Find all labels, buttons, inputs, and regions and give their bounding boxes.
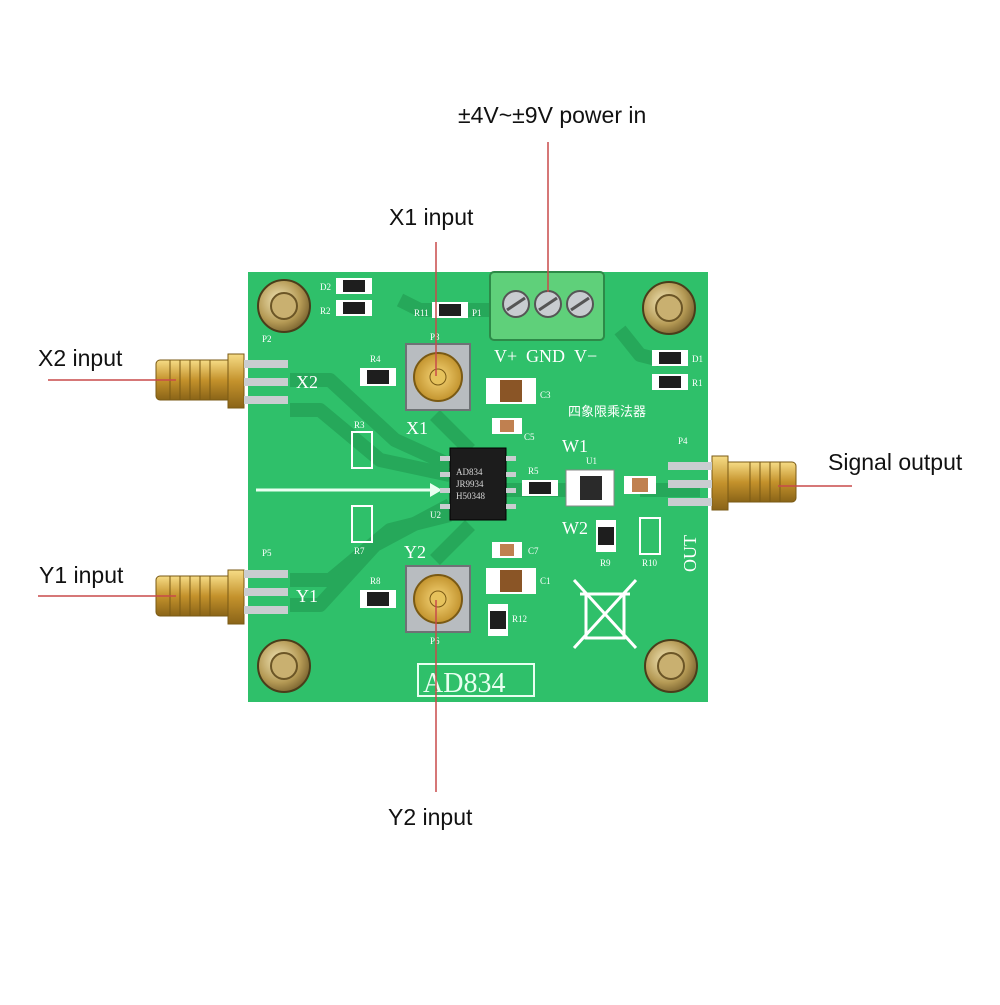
weee-symbol	[572, 578, 638, 650]
pad-r3	[351, 431, 373, 469]
mounting-nut-top-right	[642, 281, 696, 335]
resistor-r2-body	[343, 302, 365, 314]
silk-x1: X1	[406, 418, 428, 438]
silk-u1: U1	[586, 456, 597, 466]
label-x2-input: X2 input	[38, 345, 123, 371]
diode-d2-body	[343, 280, 365, 292]
silk-p2: P2	[262, 334, 272, 344]
pad-r7	[351, 505, 373, 543]
capacitor-c3	[486, 378, 536, 404]
sma-connector-x2	[155, 353, 288, 409]
sma-connector-y2	[405, 565, 471, 633]
silk-r5: R5	[528, 466, 539, 476]
ad834-chip	[440, 447, 516, 521]
silk-r10: R10	[642, 558, 658, 568]
mounting-nut-top-left	[257, 279, 311, 333]
power-terminal-block	[489, 271, 605, 341]
silk-r12: R12	[512, 614, 527, 624]
capacitor-c1	[486, 568, 536, 594]
resistor-r5-body	[529, 482, 551, 494]
silk-p3: P3	[430, 332, 440, 342]
silk-chinese-title: 四象限乘法器	[568, 404, 646, 419]
chip-marking-line3: H50348	[456, 491, 485, 501]
resistor-r8-body	[367, 592, 389, 606]
silk-r1: R1	[692, 378, 703, 388]
silk-c7: C7	[528, 546, 539, 556]
u1-body	[580, 476, 602, 500]
silk-r4: R4	[370, 354, 381, 364]
label-v-minus: V−	[574, 346, 597, 366]
silk-c3: C3	[540, 390, 551, 400]
silk-p1: P1	[472, 308, 482, 318]
mounting-nut-bottom-right	[644, 639, 698, 693]
silk-c1: C1	[540, 576, 551, 586]
mounting-nut-bottom-left	[257, 639, 311, 693]
chip-marking-line1: AD834	[456, 467, 483, 477]
silk-r9: R9	[600, 558, 611, 568]
label-signal-output: Signal output	[828, 449, 963, 475]
silk-y1: Y1	[296, 586, 318, 606]
label-y2-input: Y2 input	[388, 804, 473, 830]
label-v-plus: V+	[494, 346, 517, 366]
capacitor-c7	[492, 542, 522, 558]
silk-r11: R11	[414, 308, 429, 318]
resistor-r11-body	[439, 304, 461, 316]
chip-marking-line2: JR9934	[456, 479, 484, 489]
silkscreen-arrow-head	[430, 483, 442, 497]
silk-x2: X2	[296, 372, 318, 392]
label-gnd: GND	[526, 346, 565, 366]
silk-y2: Y2	[404, 542, 426, 562]
ad834-silkscreen-box	[417, 663, 535, 697]
leader-lines	[38, 142, 852, 792]
silk-w2: W2	[562, 518, 588, 538]
resistor-r9-body	[598, 527, 614, 545]
empty-pads	[351, 431, 661, 555]
sma-connector-y1	[155, 569, 288, 625]
resistor-r4-body	[367, 370, 389, 384]
pad-r10	[639, 517, 661, 555]
silk-r8: R8	[370, 576, 381, 586]
capacitor-c6	[624, 476, 656, 494]
diode-d1-body	[659, 352, 681, 364]
silk-r7: R7	[354, 546, 365, 556]
silk-c5: C5	[524, 432, 535, 442]
silk-w1: W1	[562, 436, 588, 456]
capacitor-c5	[492, 418, 522, 434]
silk-u2: U2	[430, 510, 441, 520]
silk-d2: D2	[320, 282, 331, 292]
silk-p4: P4	[678, 436, 688, 446]
sma-connector-out	[668, 455, 797, 511]
silk-p5: P5	[262, 548, 272, 558]
silk-r3: R3	[354, 420, 365, 430]
silk-p6: P6	[430, 636, 440, 646]
resistor-r12-body	[490, 611, 506, 629]
resistor-r1-body	[659, 376, 681, 388]
label-x1-input: X1 input	[389, 204, 474, 230]
sma-connector-x1	[405, 343, 471, 411]
silk-d1: D1	[692, 354, 703, 364]
silk-r2: R2	[320, 306, 331, 316]
silk-out: OUT	[680, 535, 700, 572]
label-power-in: ±4V~±9V power in	[458, 102, 647, 128]
label-y1-input: Y1 input	[39, 562, 124, 588]
